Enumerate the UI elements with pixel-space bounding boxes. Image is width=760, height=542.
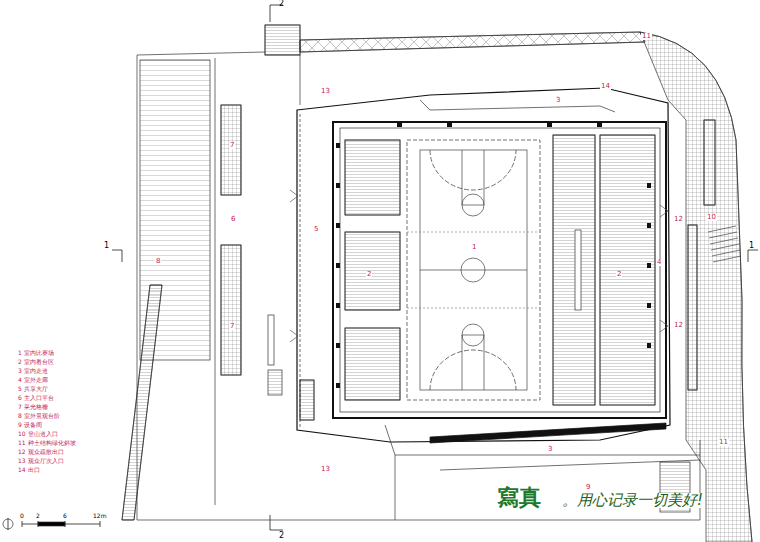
callout-number: 11 — [718, 439, 729, 446]
legend-entry: 2 室内看台区 — [18, 359, 54, 365]
callout-number: 3 — [555, 97, 561, 104]
callout-number: 2 — [616, 271, 622, 278]
scale-number: 2 — [36, 513, 40, 519]
callout-number: 8 — [155, 258, 161, 265]
legend-entry: 14 出口 — [18, 467, 40, 473]
callout-number: 3 — [547, 446, 553, 453]
legend-entry: 12 观众疏散出口 — [18, 449, 64, 455]
callout-number: 13 — [320, 466, 331, 473]
callout-number: 11 — [641, 33, 652, 40]
legend-entry: 10 登山道入口 — [18, 431, 58, 437]
section-marker: 1 — [749, 242, 754, 250]
legend-entry: 9 设备间 — [18, 422, 42, 428]
callout-number: 2 — [366, 271, 372, 278]
callout-number: 14 — [600, 83, 611, 90]
scale-number: 6 — [63, 513, 67, 519]
section-marker: 2 — [279, 0, 284, 8]
legend-entry: 11 种土结构绿化斜坡 — [18, 440, 76, 446]
legend-entry: 6 主入口平台 — [18, 395, 54, 401]
legend-entry: 1 室内比赛场 — [18, 350, 54, 356]
legend-entry: 5 共享大厅 — [18, 386, 48, 392]
section-marker: 2 — [279, 532, 284, 540]
legend-entry: 13 观众厅次入口 — [18, 458, 64, 464]
legend-entry: 7 采光格栅 — [18, 404, 48, 410]
callout-number: 9 — [585, 484, 591, 491]
legend-entry: 4 室外走廊 — [18, 377, 48, 383]
legend-entry: 3 室内走道 — [18, 368, 48, 374]
callout-number: 13 — [320, 88, 331, 95]
watermark-logo: 寫真 — [497, 486, 541, 508]
section-marker: 1 — [104, 242, 109, 250]
callout-number: 7 — [229, 142, 235, 149]
callout-number: 7 — [229, 323, 235, 330]
callout-number: 4 — [656, 259, 662, 266]
callout-number: 5 — [313, 226, 319, 233]
callout-number: 12 — [673, 216, 684, 223]
callout-number: 12 — [673, 322, 684, 329]
callout-number: 10 — [706, 214, 717, 221]
scale-number: 0 — [20, 513, 24, 519]
scale-number: 12m — [93, 513, 106, 519]
callout-number: 1 — [471, 244, 477, 251]
watermark-text: 。用心记录一切美好! — [562, 493, 703, 508]
legend-entry: 8 室外景观台阶 — [18, 413, 60, 419]
callout-number: 6 — [230, 216, 236, 223]
